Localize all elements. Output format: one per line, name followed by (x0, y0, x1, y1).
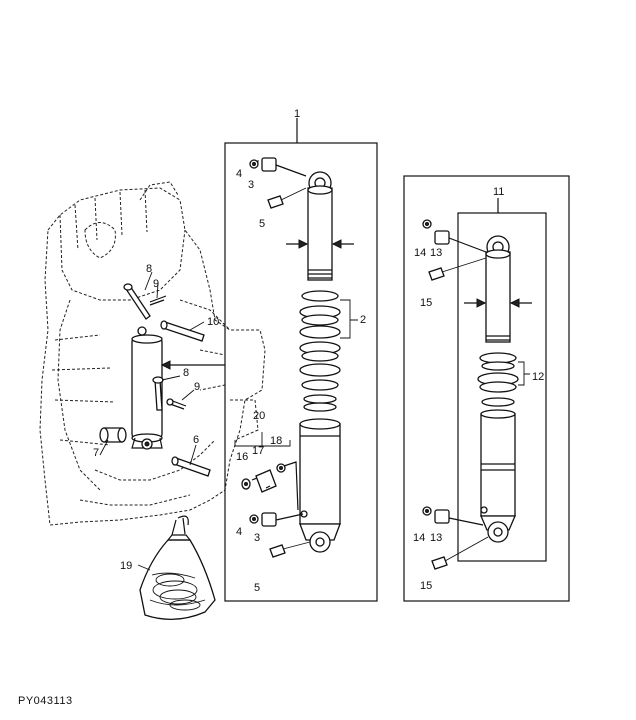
bolt-8-upper (123, 283, 151, 320)
callout-4-bottom: 4 (236, 526, 242, 538)
bushing-7 (99, 427, 127, 443)
callout-13-bottom: 13 (430, 532, 442, 544)
clip-9-upper (149, 295, 167, 306)
cylinder-assembly-box-11 (403, 175, 570, 602)
seal-kit-bag (139, 515, 216, 620)
callout-20: 20 (253, 410, 265, 422)
callout-18: 18 (270, 435, 282, 447)
bolt-8-lower (152, 376, 164, 411)
figure-reference: PY043113 (18, 695, 73, 707)
tractor-housing-outline (39, 181, 266, 526)
callout-12: 12 (532, 371, 544, 383)
pin-10 (160, 320, 205, 342)
clip-9-lower (166, 398, 187, 410)
callout-2: 2 (360, 314, 366, 326)
seal-rings-2 (299, 290, 358, 412)
callout-9-upper: 9 (153, 278, 159, 290)
callout-3-top: 3 (248, 179, 254, 191)
callout-5-bottom: 5 (254, 582, 260, 594)
leader-lines (99, 160, 259, 571)
seal-rings-12 (477, 352, 530, 407)
mounted-cylinder (131, 326, 225, 450)
pin-6 (171, 456, 211, 477)
callout-9-lower: 9 (194, 381, 200, 393)
callout-15-top: 15 (420, 297, 432, 309)
callout-17: 17 (252, 445, 264, 457)
cylinder-assembly-box-1 (224, 118, 378, 602)
callout-8-upper: 8 (146, 263, 152, 275)
fitting-group (234, 432, 299, 511)
callout-6: 6 (193, 434, 199, 446)
callout-16: 16 (236, 451, 248, 463)
callout-8-lower: 8 (183, 367, 189, 379)
callout-4-top: 4 (236, 168, 242, 180)
callout-11: 11 (493, 186, 504, 198)
callout-14-top: 14 (414, 247, 426, 259)
callout-10: 10 (207, 316, 219, 328)
callout-13-top: 13 (430, 247, 442, 259)
callout-15-bottom: 15 (420, 580, 432, 592)
callout-19: 19 (120, 560, 132, 572)
callout-5-top: 5 (259, 218, 265, 230)
callout-1: 1 (294, 108, 300, 120)
callout-14-bottom: 14 (413, 532, 425, 544)
callout-3-bottom: 3 (254, 532, 260, 544)
callout-7: 7 (93, 447, 99, 459)
